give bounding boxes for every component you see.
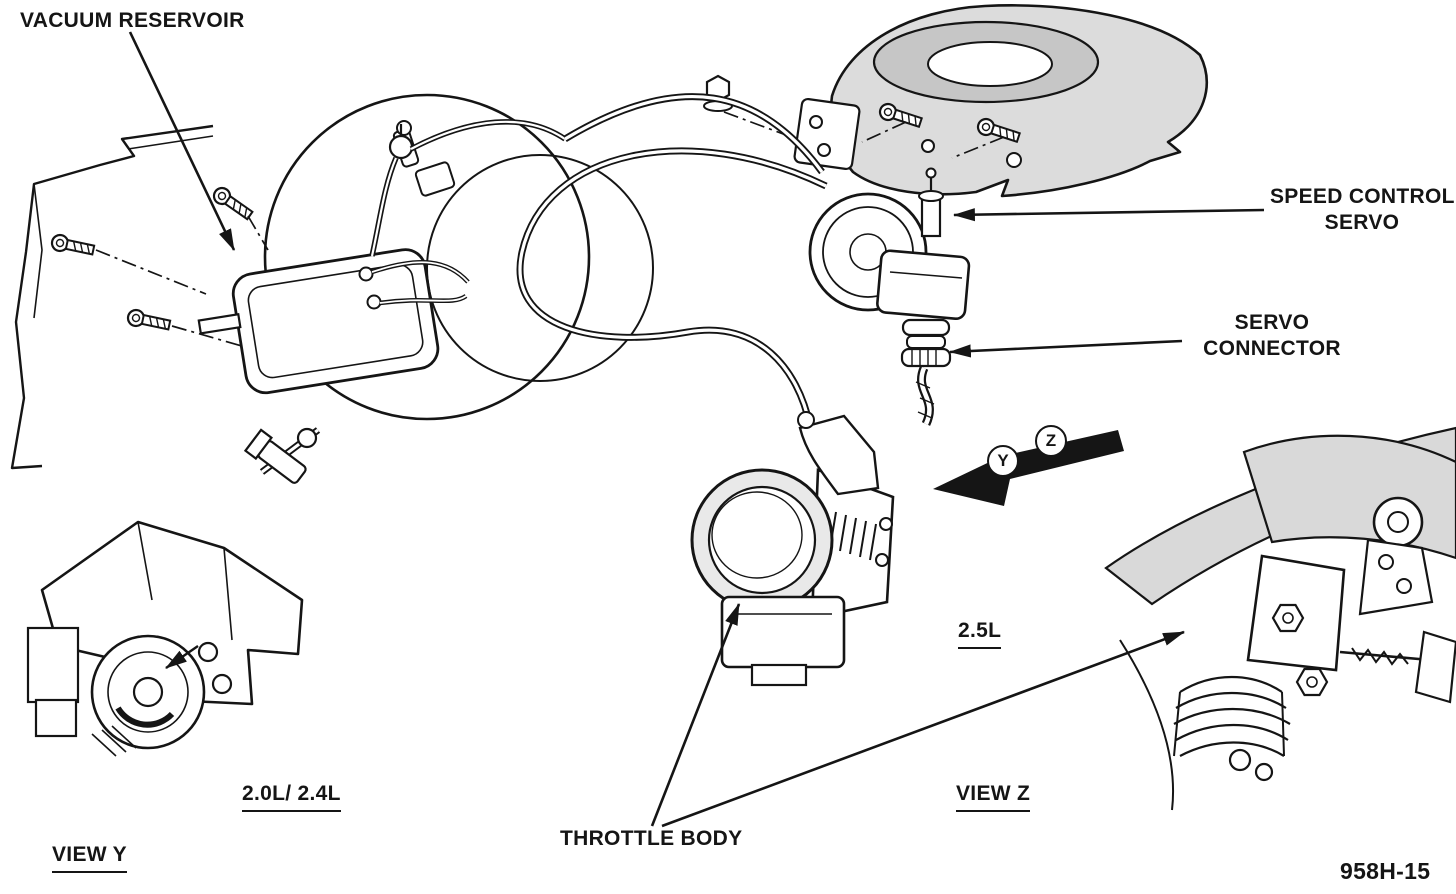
servo-connector-drawing — [900, 318, 952, 426]
reservoir-fittings-drawing — [358, 260, 470, 310]
view-z-drawing — [1104, 426, 1456, 811]
label-servo-connector: SERVO CONNECTOR — [1186, 310, 1358, 362]
vacuum-hose-drawing — [369, 119, 567, 257]
callout-view-y: Y — [987, 445, 1019, 477]
throttle-body-drawing — [690, 411, 895, 687]
vacuum-reservoir-drawing — [197, 248, 440, 395]
air-cleaner-drawing — [829, 4, 1208, 198]
label-view-y-text: VIEW Y — [52, 842, 127, 873]
control-cables-drawing — [516, 93, 828, 427]
speed-control-servo-drawing — [808, 167, 971, 320]
label-view-z-text: VIEW Z — [956, 781, 1031, 812]
servo-bracket-drawing — [793, 97, 1022, 171]
label-engine-2-0l-2-4l-text: 2.0L/ 2.4L — [242, 781, 341, 812]
label-engine-2-5l-text: 2.5L — [958, 618, 1002, 649]
label-engine-2-5l: 2.5L — [958, 618, 1002, 649]
view-y-drawing — [26, 427, 321, 757]
label-servo-connector-line2: CONNECTOR — [1203, 337, 1341, 360]
direction-arrow-drawing — [933, 430, 1124, 506]
label-view-y: VIEW Y — [52, 842, 127, 873]
cowl-panel-drawing — [10, 124, 214, 470]
label-engine-2-0l-2-4l: 2.0L/ 2.4L — [242, 781, 341, 812]
label-servo-connector-line1: SERVO — [1234, 311, 1310, 334]
figure-number: 958H-15 — [1340, 858, 1431, 884]
label-throttle-body: THROTTLE BODY — [560, 827, 743, 850]
label-speed-control-servo: SPEED CONTROL SERVO — [1270, 184, 1454, 236]
leader-lines — [128, 31, 1265, 828]
callout-view-z: Z — [1035, 425, 1067, 457]
label-speed-control-servo-line1: SPEED CONTROL — [1270, 185, 1455, 208]
mounting-screws-drawing — [49, 183, 269, 347]
label-view-z: VIEW Z — [956, 781, 1031, 812]
label-vacuum-reservoir: VACUUM RESERVOIR — [20, 9, 245, 32]
label-speed-control-servo-line2: SERVO — [1324, 211, 1400, 234]
